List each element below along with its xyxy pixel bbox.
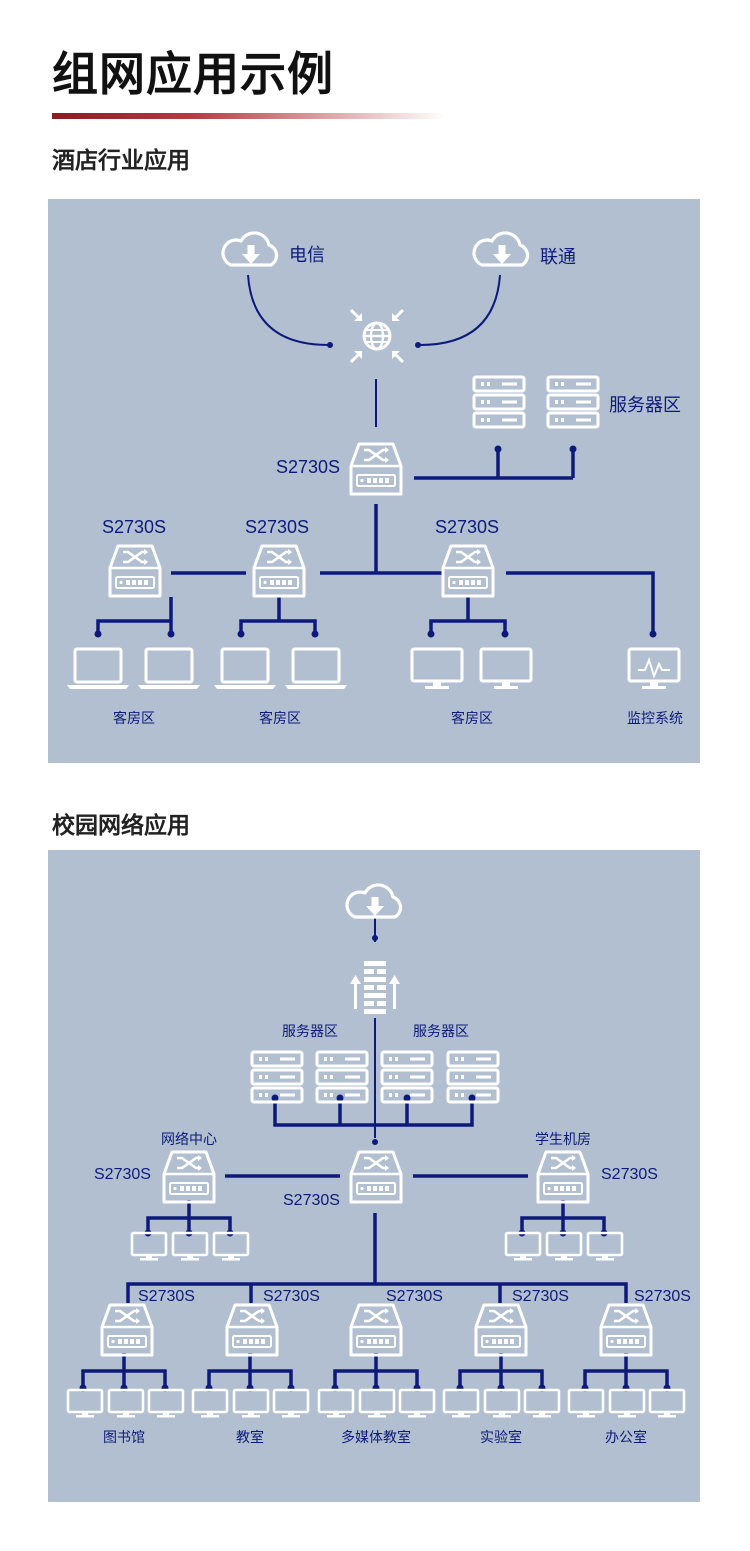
server-zone-label: 服务器区 <box>609 395 681 416</box>
access-switch-model: S2730S <box>435 517 499 537</box>
pc-icon <box>107 1388 145 1419</box>
isp-unicom-label: 联通 <box>540 247 576 268</box>
core-switch-icon <box>349 442 403 496</box>
link-unicom <box>417 274 501 346</box>
server-zone-label-left: 服务器区 <box>282 1024 338 1040</box>
pc-icon <box>191 1388 229 1419</box>
laptop-icon <box>212 647 278 691</box>
switch-icon <box>474 1303 528 1357</box>
zone-label: 客房区 <box>259 710 301 727</box>
pc-icon <box>358 1388 396 1419</box>
server-icon <box>315 1050 369 1104</box>
zone-label: 监控系统 <box>627 711 683 727</box>
page-title: 组网应用示例 <box>52 47 334 101</box>
campus-diagram: 服务器区 服务器区 网络中心 学生机房 S2730S S2730S S2730S… <box>48 850 700 1502</box>
surveillance-monitor-icon <box>627 647 681 691</box>
pc-icon <box>648 1388 686 1419</box>
switch-icon <box>225 1303 279 1357</box>
switch-model: S2730S <box>138 1288 195 1305</box>
pc-icon <box>442 1388 480 1419</box>
access-switch-icon <box>441 544 495 598</box>
access-switch-icon <box>252 544 306 598</box>
pc-icon <box>171 1231 209 1262</box>
zone-label: 教室 <box>236 1429 264 1446</box>
pc-icon <box>483 1388 521 1419</box>
switch-model-left: S2730S <box>94 1166 151 1183</box>
switch-model-right: S2730S <box>601 1166 658 1183</box>
switch-icon <box>100 1303 154 1357</box>
student-room-label: 学生机房 <box>535 1132 591 1148</box>
link-telecom <box>247 274 331 346</box>
pc-icon <box>147 1388 185 1419</box>
zone-label: 客房区 <box>113 710 155 727</box>
switch-icon <box>162 1150 216 1204</box>
zone-label: 多媒体教室 <box>341 1429 411 1446</box>
core-switch-model: S2730S <box>276 457 340 477</box>
server-zone-label-right: 服务器区 <box>413 1024 469 1040</box>
server-icon <box>446 1050 500 1104</box>
laptop-icon <box>136 647 202 691</box>
switch-icon <box>536 1150 590 1204</box>
access-switch-model: S2730S <box>245 517 309 537</box>
core-switch-icon <box>349 1150 403 1204</box>
hotel-section-title: 酒店行业应用 <box>52 148 190 174</box>
router-globe-icon <box>349 308 405 364</box>
access-switch-model: S2730S <box>102 517 166 537</box>
monitor-icon <box>479 647 533 691</box>
switch-icon <box>349 1303 403 1357</box>
zone-label: 客房区 <box>451 710 493 727</box>
switch-model: S2730S <box>263 1288 320 1305</box>
network-center-label: 网络中心 <box>161 1132 217 1148</box>
pc-icon <box>232 1388 270 1419</box>
server-icon <box>472 375 526 429</box>
title-underline <box>52 113 446 119</box>
server-icon <box>250 1050 304 1104</box>
zone-label: 办公室 <box>605 1429 647 1446</box>
pc-icon <box>130 1231 168 1262</box>
access-switch-icon <box>108 544 162 598</box>
pc-icon <box>212 1231 250 1262</box>
campus-section-title: 校园网络应用 <box>52 813 190 839</box>
zone-label: 实验室 <box>480 1429 522 1446</box>
switch-model: S2730S <box>386 1288 443 1305</box>
server-icon <box>546 375 600 429</box>
switch-model: S2730S <box>634 1288 691 1305</box>
pc-icon <box>398 1388 436 1419</box>
pc-icon <box>272 1388 310 1419</box>
hotel-diagram: 电信 联通 服务器区 S2730S S2730S S2730S S2730S 客… <box>48 199 700 763</box>
pc-icon <box>317 1388 355 1419</box>
cloud-icon <box>472 231 530 267</box>
laptop-icon <box>65 647 131 691</box>
switch-icon <box>599 1303 653 1357</box>
cloud-icon <box>345 883 403 919</box>
pc-icon <box>545 1231 583 1262</box>
isp-telecom-label: 电信 <box>289 245 325 266</box>
pc-icon <box>504 1231 542 1262</box>
pc-icon <box>66 1388 104 1419</box>
pc-icon <box>523 1388 561 1419</box>
pc-icon <box>608 1388 646 1419</box>
cloud-icon <box>221 231 279 267</box>
laptop-icon <box>283 647 349 691</box>
core-switch-model: S2730S <box>283 1192 340 1209</box>
firewall-icon <box>350 961 400 1014</box>
pc-icon <box>586 1231 624 1262</box>
monitor-icon <box>410 647 464 691</box>
switch-model: S2730S <box>512 1288 569 1305</box>
zone-label: 图书馆 <box>103 1430 145 1446</box>
pc-icon <box>567 1388 605 1419</box>
